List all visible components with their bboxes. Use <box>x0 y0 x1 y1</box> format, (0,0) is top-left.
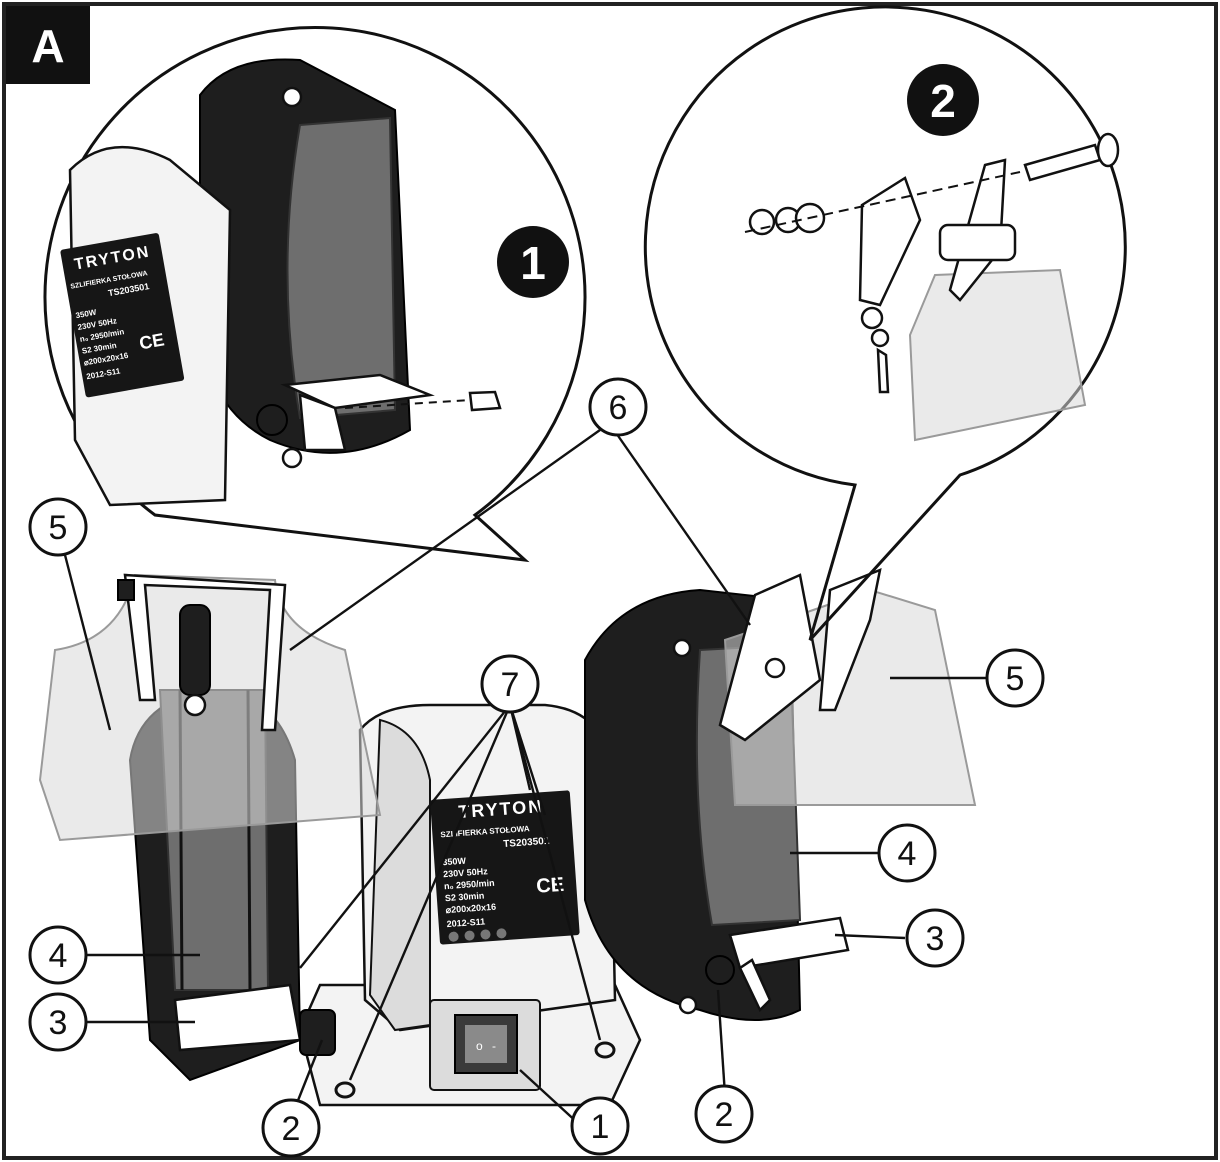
callout-3-right: 3 <box>905 908 965 968</box>
detail-bubble-2: 2 <box>643 5 1127 642</box>
callout-3-left: 3 <box>28 992 88 1052</box>
svg-text:5: 5 <box>49 509 68 547</box>
nameplate-wheel: ⌀200x20x16 <box>445 902 496 915</box>
svg-text:6: 6 <box>609 389 628 427</box>
callout-4-right: 4 <box>877 823 937 883</box>
nameplate-speed: n₀ 2950/min <box>444 878 495 892</box>
callout-2-right: 2 <box>694 1084 754 1144</box>
nameplate-duty: S2 30min <box>445 890 485 903</box>
svg-text:1: 1 <box>520 237 546 289</box>
svg-text:A: A <box>31 20 64 72</box>
bubble-1-outline <box>43 26 587 563</box>
svg-text:2: 2 <box>715 1096 734 1134</box>
svg-text:5: 5 <box>1006 660 1025 698</box>
leader-lines <box>63 429 990 1126</box>
step-1-badge: 1 <box>497 226 569 298</box>
nameplate-year: 2012-S11 <box>446 916 485 929</box>
callout-4-left: 4 <box>28 925 88 985</box>
svg-text:-: - <box>492 1039 496 1053</box>
nameplate-icons <box>448 928 507 942</box>
svg-text:2: 2 <box>282 1110 301 1148</box>
svg-text:350W: 350W <box>75 308 98 321</box>
left-eye-shield <box>38 573 382 842</box>
bubble-1-nameplate: TRYTON SZLIFIERKA STOŁOWA TS203501 350W … <box>60 233 185 398</box>
nameplate-model: TS203501 <box>503 836 550 850</box>
detail-bubble-1: TRYTON SZLIFIERKA STOŁOWA TS203501 350W … <box>43 26 587 563</box>
bubble-2-outline <box>643 5 1127 642</box>
svg-text:4: 4 <box>898 835 917 873</box>
callout-7: 7 <box>480 654 540 714</box>
svg-text:3: 3 <box>49 1004 68 1042</box>
callout-5-left: 5 <box>28 497 88 557</box>
nameplate-power: 350W <box>442 856 467 868</box>
right-eye-shield <box>718 567 977 806</box>
bench-grinder: TRYTON SZLIFIERKA STOŁOWA TS203501 350W … <box>38 567 977 1107</box>
callout-2-left: 2 <box>261 1098 321 1158</box>
power-switch: o - <box>429 999 541 1091</box>
svg-text:2: 2 <box>930 75 956 127</box>
nameplate-voltage: 230V 50Hz <box>443 866 489 879</box>
nameplate: TRYTON SZLIFIERKA STOŁOWA TS203501 350W … <box>430 790 580 945</box>
callout-1: 1 <box>570 1096 630 1156</box>
callout-6: 6 <box>588 377 648 437</box>
panel-label: A <box>6 6 90 84</box>
svg-text:4: 4 <box>49 937 68 975</box>
step-2-badge: 2 <box>907 64 979 136</box>
svg-text:3: 3 <box>926 920 945 958</box>
svg-text:CE: CE <box>138 329 166 353</box>
svg-text:7: 7 <box>501 666 520 704</box>
svg-text:o: o <box>476 1039 483 1053</box>
svg-text:1: 1 <box>591 1108 610 1146</box>
callout-5-right: 5 <box>985 648 1045 708</box>
